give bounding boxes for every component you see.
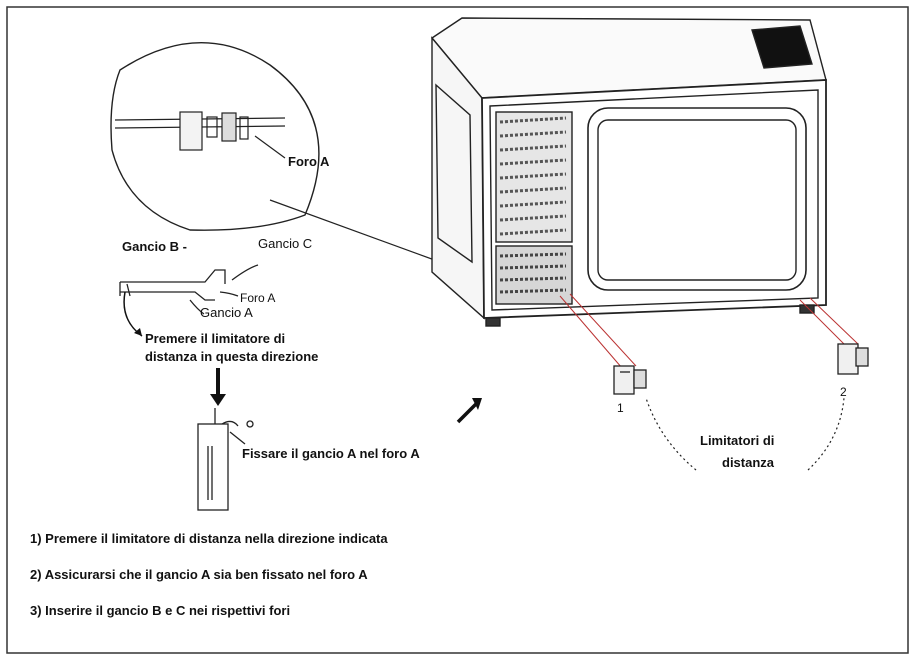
- gancio-c-label: Gancio C: [258, 236, 313, 251]
- stopper-pointer-1: [645, 397, 697, 471]
- stopper-number-2: 2: [840, 385, 847, 399]
- stoppers-label-line1: Limitatori di: [700, 433, 775, 448]
- press-direction-label-line2: distanza in questa direzione: [145, 349, 319, 364]
- fix-hook-label: Fissare il gancio A nel foro A: [242, 446, 420, 461]
- press-direction-label-line1: Premere il limitatore di: [145, 331, 286, 346]
- gancio-b-label: Gancio B -: [122, 239, 188, 254]
- press-direction-arrowhead: [134, 328, 142, 336]
- foro-a-callout-label: Foro A: [288, 154, 330, 169]
- gancio-a-label: Gancio A: [200, 305, 253, 320]
- magnified-detail: [110, 42, 320, 231]
- stopper-number-1: 1: [617, 401, 624, 415]
- diagonal-arrowhead: [472, 398, 482, 410]
- instruction-step-1: 1) Premere il limitatore di distanza nel…: [30, 531, 388, 546]
- foro-a-label: Foro A: [240, 291, 276, 305]
- distance-stopper-2: [837, 343, 869, 375]
- stoppers-label-line2: distanza: [722, 455, 775, 470]
- stopper-front-view: [197, 408, 254, 511]
- stopper-pointer-2: [807, 397, 845, 471]
- diagonal-arrow: [456, 402, 478, 424]
- instruction-step-3: 3) Inserire il gancio B e C nei rispetti…: [30, 603, 291, 618]
- distance-stopper-1: [613, 365, 647, 395]
- down-arrowhead: [210, 394, 226, 406]
- instruction-step-2: 2) Assicurarsi che il gancio A sia ben f…: [30, 567, 368, 582]
- stopper-guide-lines: [559, 293, 859, 369]
- stopper-side-view: [119, 264, 259, 315]
- oven-back-view: [430, 17, 827, 327]
- detail-leader-line: [269, 199, 441, 263]
